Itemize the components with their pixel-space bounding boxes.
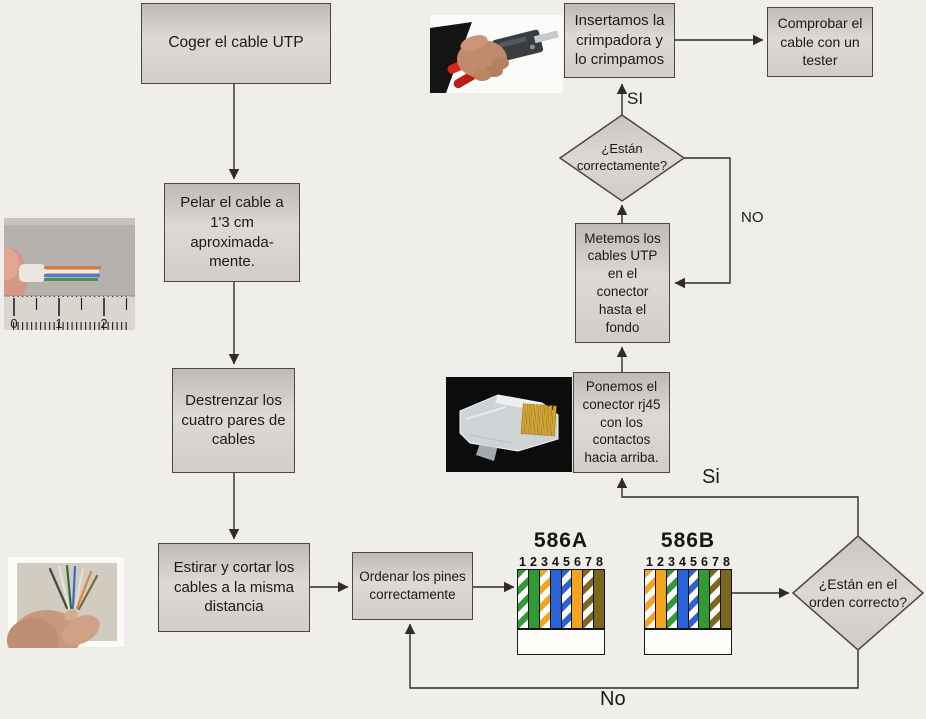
- pin-bar-blue: [550, 570, 561, 628]
- node-coger-cable: Coger el cable UTP: [141, 3, 331, 84]
- pin-number: 8: [723, 555, 730, 569]
- photo-stripped-cable-ruler: 0 1 2: [4, 218, 135, 330]
- pin-number: 5: [563, 555, 570, 569]
- ruler-mark-2: 2: [100, 316, 107, 330]
- pin-color-bars: [644, 569, 732, 629]
- pin-bar-brown: [721, 570, 731, 628]
- pinching-fingers-icon: [7, 609, 100, 648]
- decision-diamond-orden: [791, 535, 925, 651]
- photo-crimping-tool: [430, 15, 563, 93]
- pin-number: 6: [574, 555, 581, 569]
- decision-correctamente-label: ¿Están correctamente?: [576, 141, 668, 173]
- ruler-icon: 0 1 2: [4, 295, 135, 330]
- node-insertamos-crimpadora: Insertamos la crimpadora y lo crimpamos: [564, 3, 675, 78]
- ruler-mark-1: 1: [55, 316, 62, 330]
- edge-label-no-lower: No: [600, 688, 626, 710]
- pin-bar-orange-white: [539, 570, 550, 628]
- node-ponemos-conector: Ponemos el conector rj45 con los contact…: [573, 372, 670, 473]
- finger-icon: [4, 248, 27, 308]
- pin-number: 7: [585, 555, 592, 569]
- wiring-title-586b: 586B: [660, 529, 716, 552]
- pin-number: 5: [690, 555, 697, 569]
- node-ordenar-pines: Ordenar los pines correctamente: [352, 552, 473, 620]
- pin-number: 1: [646, 555, 653, 569]
- pin-number: 7: [712, 555, 719, 569]
- ruler-mark-0: 0: [10, 316, 17, 330]
- edge-si-ponemos: [616, 477, 859, 536]
- pin-number: 1: [519, 555, 526, 569]
- pin-number: 6: [701, 555, 708, 569]
- node-destrenzar: Destrenzar los cuatro pares de cables: [172, 368, 295, 473]
- pin-bar-brown-white: [583, 570, 594, 628]
- node-estirar-cortar: Estirar y cortar los cables a la misma d…: [158, 543, 310, 632]
- wires-fan-icon: [48, 564, 99, 611]
- pin-number: 2: [657, 555, 664, 569]
- rj45-gold-pins-icon: [520, 403, 557, 437]
- node-comprobar-tester: Comprobar el cable con un tester: [767, 7, 873, 77]
- node-metemos-cables: Metemos los cables UTP en el conector ha…: [575, 223, 670, 343]
- wiring-title-586a: 586A: [533, 529, 589, 552]
- pin-bar-orange: [655, 570, 666, 628]
- node-pelar-cable: Pelar el cable a 1'3 cm aproximada-mente…: [164, 183, 300, 282]
- pin-number: 3: [541, 555, 548, 569]
- decision-diamond-correctamente: [558, 114, 686, 202]
- cable-icon: [19, 264, 101, 282]
- pin-bar-orange-white: [645, 570, 655, 628]
- edge-label-si-lower: Si: [702, 466, 720, 488]
- pin-number: 3: [668, 555, 675, 569]
- pin-bar-blue-white: [561, 570, 572, 628]
- decision-orden-label: ¿Están en el orden correcto?: [808, 575, 908, 610]
- pin-number: 4: [552, 555, 559, 569]
- photo-hand-wires: [7, 556, 125, 648]
- edge-no-metemos: [674, 157, 731, 289]
- pin-bar-brown: [594, 570, 604, 628]
- edge-no-ordenar: [404, 623, 859, 689]
- pin-bar-green-white: [518, 570, 528, 628]
- connector-base-586b: [644, 629, 732, 655]
- edge-label-si-upper: SI: [627, 89, 644, 108]
- photo-rj45-connector: [446, 377, 572, 472]
- pin-bar-green-white: [666, 570, 677, 628]
- pin-bar-green: [699, 570, 710, 628]
- connector-base-586a: [517, 629, 605, 655]
- photo-shadow-wedge: [430, 22, 472, 93]
- hand-icon: [457, 35, 509, 81]
- pin-number: 4: [679, 555, 686, 569]
- pin-bar-brown-white: [710, 570, 721, 628]
- edge-label-no-upper: NO: [741, 209, 764, 226]
- pin-number: 8: [596, 555, 603, 569]
- pin-color-bars: [517, 569, 605, 629]
- pin-bar-orange: [572, 570, 583, 628]
- pin-bar-blue: [677, 570, 688, 628]
- pin-number: 2: [530, 555, 537, 569]
- pin-bar-green: [528, 570, 539, 628]
- pin-bar-blue-white: [688, 570, 699, 628]
